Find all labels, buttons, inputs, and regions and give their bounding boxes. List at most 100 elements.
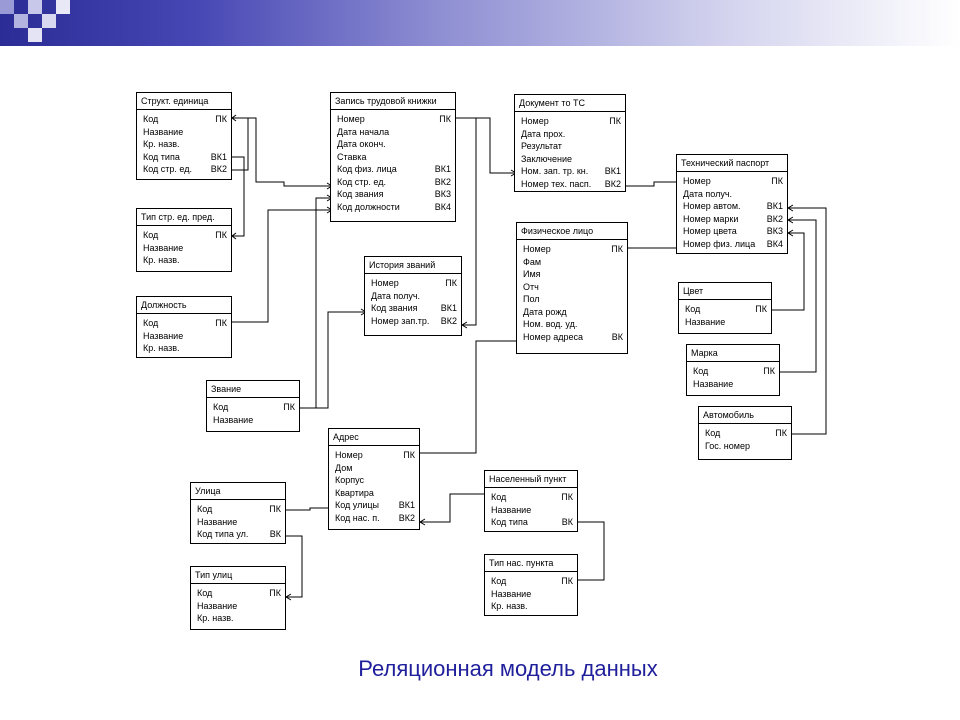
decor-square — [56, 0, 70, 14]
link-strukt-self — [232, 117, 249, 171]
link-avto-techpasp — [788, 207, 827, 435]
attribute-name: Код — [693, 366, 709, 376]
attribute-name: Кр. назв. — [197, 613, 234, 623]
attribute-name: Кр. назв. — [143, 255, 180, 265]
entity-title: Физическое лицо — [517, 223, 627, 240]
attribute-row: Код стр. ед.ВК2 — [337, 176, 451, 189]
attribute-key — [221, 126, 227, 139]
attribute-name: Код улицы — [335, 500, 380, 510]
attribute-key: ПК — [775, 428, 787, 438]
entity-title: Марка — [687, 345, 779, 362]
attribute-key — [221, 138, 227, 151]
attribute-name: Код — [197, 588, 213, 598]
attribute-name: Код типа — [491, 517, 528, 527]
attribute-name: Название — [491, 588, 532, 599]
attribute-name: Код — [143, 318, 159, 328]
link-adres-ulica — [286, 507, 330, 511]
attribute-name: Код — [491, 492, 507, 502]
attribute-key — [567, 588, 573, 601]
attribute-row: Гос. номер — [705, 440, 787, 453]
attribute-name: Номер — [523, 244, 551, 254]
attribute-name: Фам — [523, 256, 542, 267]
attribute-name: Название — [143, 126, 184, 137]
attribute-key: ПК — [283, 402, 295, 412]
entity-title: Запись трудовой книжки — [331, 93, 455, 110]
slide-title: Реляционная модель данных — [358, 656, 658, 681]
attribute-name: Результат — [521, 141, 562, 151]
attribute-name: Ном. зап. тр. кн. — [521, 166, 589, 176]
link-naspunkt-tip — [578, 521, 605, 581]
attribute-row: Название — [693, 378, 775, 391]
attribute-key: ВК2 — [210, 164, 227, 174]
attribute-name: Код — [685, 304, 701, 314]
attribute-key — [221, 342, 227, 355]
attribute-row: Код типа ВК — [491, 516, 573, 529]
attribute-name: Код типа — [143, 151, 180, 162]
attribute-name: Дата оконч. — [337, 139, 386, 149]
attribute-key: ПК — [403, 450, 415, 460]
attribute-key: ПК — [269, 588, 281, 598]
attribute-key — [409, 462, 415, 475]
attribute-name: Дата получ. — [683, 188, 733, 199]
attribute-name: Имя — [523, 269, 541, 279]
attribute-row: Название — [491, 588, 573, 601]
attribute-name: Номер физ. лица — [683, 238, 756, 249]
attribute-key — [221, 330, 227, 343]
entity-title: Населенный пункт — [485, 471, 577, 488]
header-gradient-bar — [0, 0, 960, 46]
entity-title: Адрес — [329, 429, 419, 446]
attribute-name: Номер марки — [683, 213, 739, 224]
attribute-name: Гос. номер — [705, 440, 750, 451]
attribute-name: Код стр. ед. — [143, 164, 192, 174]
attribute-row: Отч — [523, 281, 623, 294]
attribute-name: Номер — [683, 176, 711, 186]
attribute-name: Код — [143, 230, 159, 240]
attribute-key: ВК1 — [440, 303, 457, 313]
attribute-row: Кр. назв. — [143, 254, 227, 267]
attribute-name: Название — [143, 330, 184, 341]
attribute-name: Код — [213, 402, 229, 412]
attribute-key — [445, 126, 451, 139]
attribute-name: Дом — [335, 462, 353, 473]
attribute-key — [445, 151, 451, 164]
attribute-key — [617, 281, 623, 294]
attribute-row: Код ПК — [213, 401, 295, 414]
attribute-key: ВК — [561, 517, 573, 527]
attribute-name: Пол — [523, 294, 540, 304]
attribute-key — [221, 242, 227, 255]
attribute-key: ВК2 — [766, 213, 783, 224]
attribute-row: Дата получ. — [371, 290, 457, 303]
link-marka-techpasp — [780, 219, 817, 373]
attribute-name: Номер — [521, 116, 549, 126]
